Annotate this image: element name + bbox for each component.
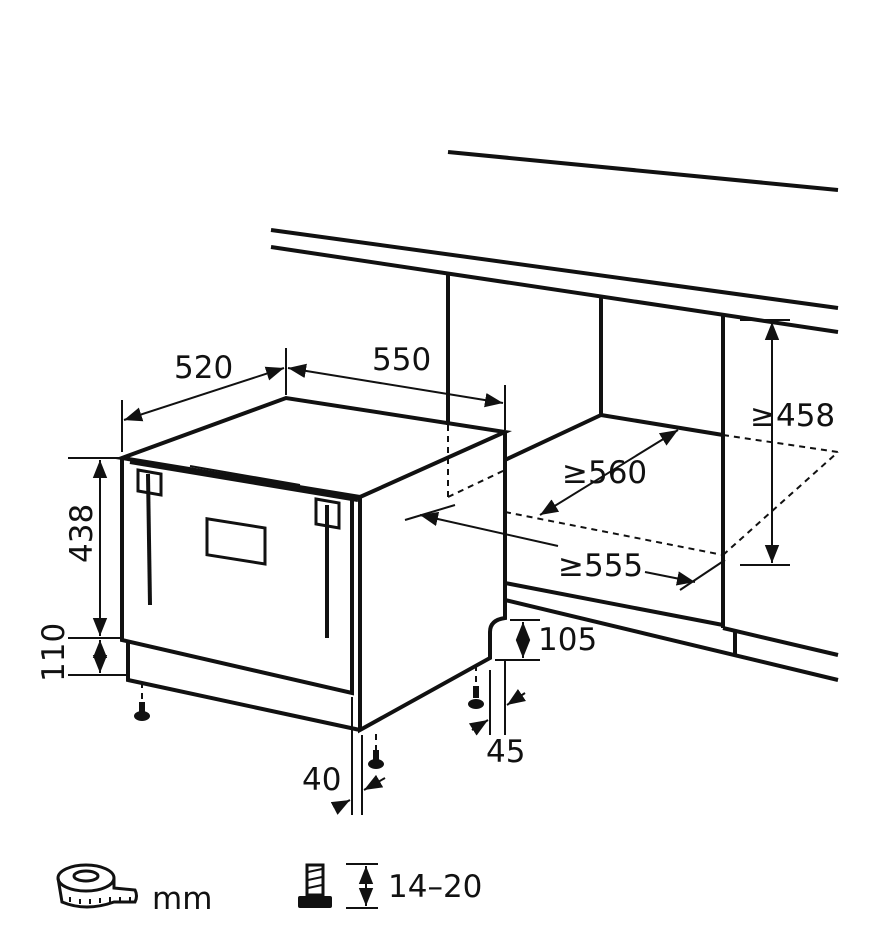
hinge-bracket-right bbox=[314, 497, 341, 530]
label-rear-offset: 45 bbox=[486, 734, 525, 770]
dim-40 bbox=[330, 799, 351, 815]
dishwasher-door bbox=[120, 458, 354, 696]
dishwasher-plinth bbox=[126, 643, 361, 732]
label-plinth-height: 110 bbox=[36, 623, 72, 682]
niche-front-dashed bbox=[504, 511, 724, 556]
plinth-right bbox=[722, 626, 839, 657]
label-width: 550 bbox=[372, 342, 431, 378]
unit-label: mm bbox=[152, 881, 212, 917]
countertop-top bbox=[270, 228, 839, 310]
dim-520 bbox=[123, 366, 285, 422]
foot-left bbox=[134, 682, 150, 721]
control-strip bbox=[189, 465, 301, 486]
adjustable-foot-icon bbox=[298, 863, 378, 909]
dim-560 bbox=[539, 429, 679, 516]
foot-range-label: 14–20 bbox=[388, 869, 482, 905]
label-depth: 520 bbox=[174, 350, 233, 386]
display-window bbox=[205, 517, 267, 566]
plinth-line-top bbox=[504, 581, 724, 627]
niche-floor-back bbox=[600, 413, 724, 437]
dishwasher-side bbox=[358, 432, 507, 734]
niche-hidden-floor bbox=[447, 469, 506, 498]
foot-rear bbox=[468, 665, 484, 709]
tape-measure-icon bbox=[56, 863, 138, 909]
dim-555 bbox=[644, 571, 696, 586]
dishwasher bbox=[114, 395, 512, 769]
label-door-offset: 40 bbox=[302, 762, 341, 798]
plinth-line-bottom bbox=[504, 598, 839, 682]
countertop-bottom bbox=[270, 245, 839, 334]
dim-45 bbox=[468, 719, 489, 736]
label-niche-width: ≥560 bbox=[562, 455, 647, 491]
hinge-bracket-left bbox=[136, 468, 163, 497]
cabinet-niche bbox=[270, 150, 839, 682]
label-niche-height: ≥458 bbox=[750, 398, 835, 434]
label-niche-depth: ≥555 bbox=[558, 548, 643, 584]
niche-floor-front-dashed bbox=[722, 451, 839, 556]
niche-floor-left bbox=[504, 413, 602, 462]
niche-floor-dashed bbox=[722, 434, 839, 453]
foot-front bbox=[368, 734, 384, 769]
label-height: 438 bbox=[64, 504, 100, 563]
upper-cabinet-edge bbox=[447, 150, 839, 192]
door-top-trim bbox=[129, 460, 359, 502]
dim-550 bbox=[287, 363, 504, 408]
dimension-lines bbox=[68, 319, 790, 815]
label-plinth-recess: 105 bbox=[538, 622, 597, 658]
hinge-strap-left bbox=[146, 473, 152, 606]
